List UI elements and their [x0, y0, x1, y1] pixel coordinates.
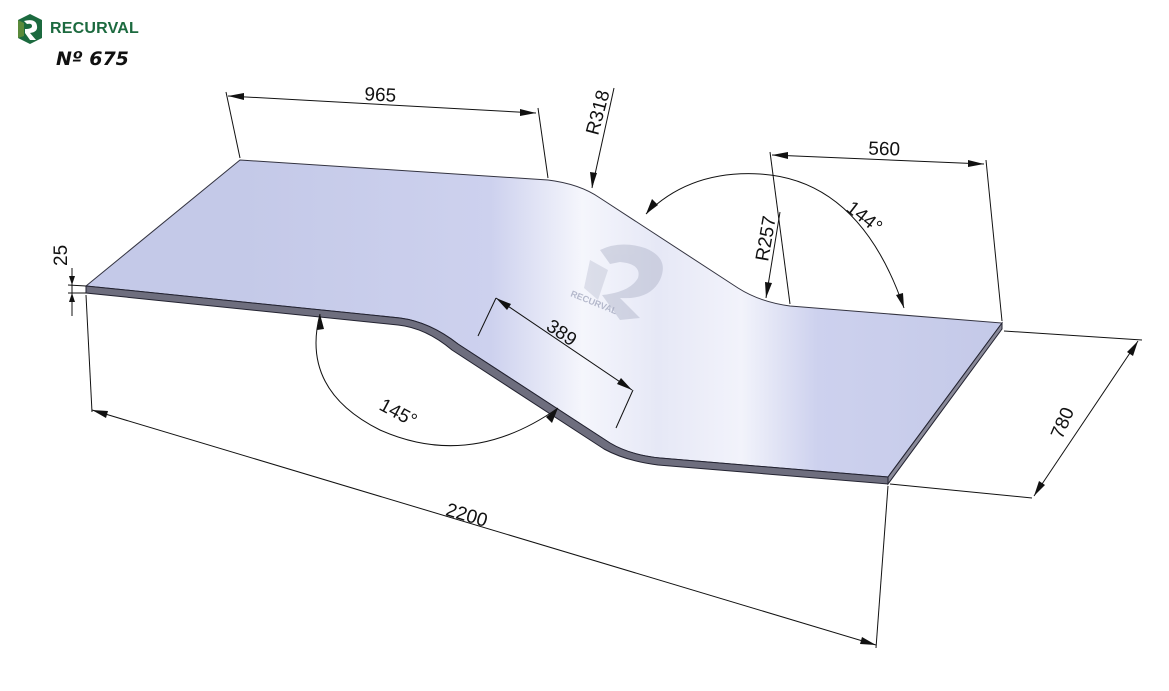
- brand-name: RECURVAL: [50, 20, 140, 37]
- dimension-left-flat-length: 965: [225, 84, 549, 179]
- label-thickness: 25: [51, 245, 72, 266]
- panel-right-edge: [887, 321, 1003, 486]
- label-left-flat-length: 965: [364, 84, 397, 107]
- label-lower-bend-radius: R257: [752, 214, 781, 262]
- dimension-right-flat-length: 560: [769, 138, 1003, 322]
- brand-header: RECURVAL: [14, 12, 139, 46]
- dimension-lower-bend-radius: R257: [752, 211, 781, 299]
- dimension-thickness: 25: [51, 245, 87, 316]
- label-lower-angle: 145°: [376, 395, 421, 432]
- part-number: Nº 675: [56, 48, 129, 70]
- label-total-length: 2200: [443, 500, 490, 532]
- label-upper-bend-radius: R318: [583, 88, 615, 137]
- recurval-logo-icon: [18, 14, 42, 44]
- label-right-flat-length: 560: [868, 138, 900, 160]
- dimension-upper-bend-radius: R318: [583, 87, 615, 189]
- recurval-watermark-icon: [584, 244, 663, 320]
- label-upper-angle: 144°: [842, 197, 886, 238]
